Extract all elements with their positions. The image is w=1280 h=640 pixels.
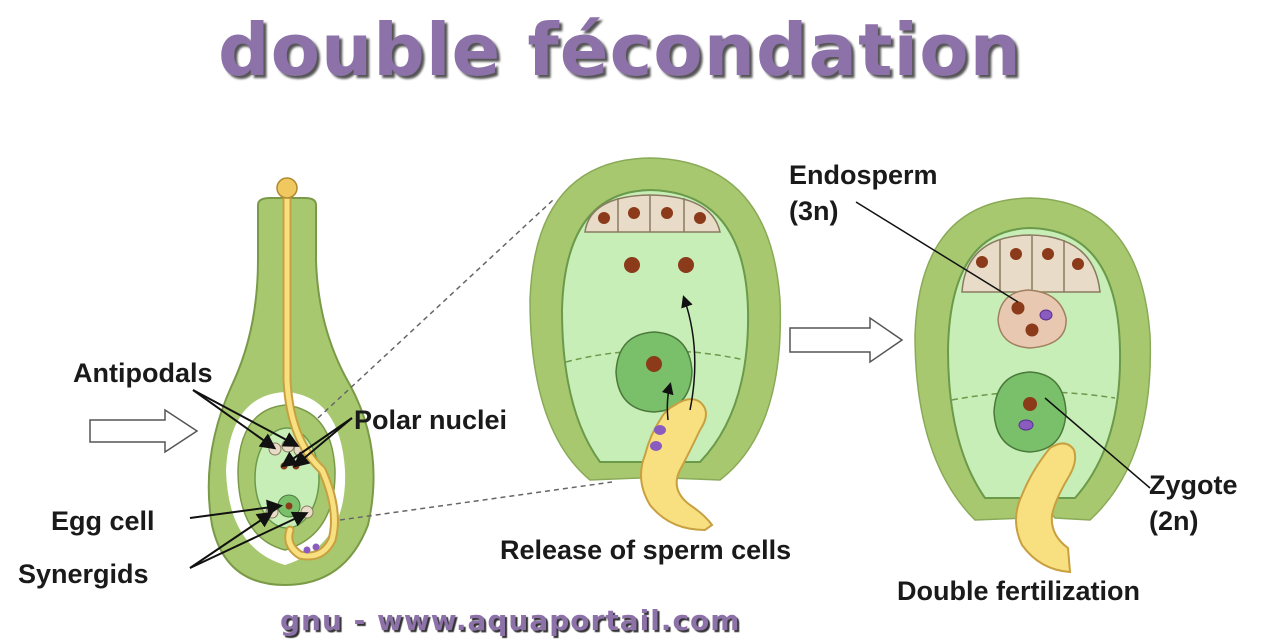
label-zygote: Zygote [1149, 470, 1238, 500]
step-arrow [789, 316, 904, 364]
synergid-cell [300, 505, 314, 519]
antipodal-cells [961, 234, 1101, 293]
ovule-release-illustration [529, 157, 782, 532]
label-endosperm-ploidy: (3n) [789, 196, 839, 226]
sperm-small [303, 546, 311, 554]
polar-nucleus [678, 257, 694, 273]
label-zygote-ploidy: (2n) [1149, 506, 1199, 536]
page-title: double fécondation [218, 8, 1022, 92]
ovule-fertilized-illustration [914, 197, 1152, 574]
sperm-nucleus [1018, 419, 1034, 431]
polar-nucleus [1025, 323, 1039, 337]
input-arrow [89, 408, 199, 454]
label-synergids: Synergids [18, 559, 149, 589]
label-egg-cell: Egg cell [51, 506, 155, 536]
label-endosperm: Endosperm [789, 160, 938, 190]
zygote-nucleus [1023, 397, 1037, 411]
zygote [993, 371, 1067, 453]
polar-nucleus [1011, 301, 1025, 315]
egg-nucleus-small [285, 502, 293, 510]
zoom-line [317, 199, 554, 419]
zoom-line [339, 481, 613, 521]
pistil-illustration [207, 177, 375, 587]
egg-nucleus [646, 356, 662, 372]
pollen-tube [1015, 442, 1077, 574]
leader-lines-panel-1 [189, 389, 353, 569]
sperm-small [312, 543, 320, 551]
sperm-path-arrow [681, 295, 696, 411]
label-double-fertilization: Double fertilization [897, 576, 1140, 606]
leader-lines-panel-3 [855, 201, 1151, 489]
pollen-grain [276, 177, 298, 199]
antipodal-cells [584, 194, 721, 233]
sac-boundary [565, 349, 746, 363]
label-polar-nuclei: Polar nuclei [354, 405, 507, 435]
sperm-cell [650, 441, 662, 451]
credit-watermark: gnu - www.aquaportail.com [280, 604, 741, 637]
label-antipodals: Antipodals [73, 358, 213, 388]
polar-nucleus [624, 257, 640, 273]
sperm-nucleus [1039, 309, 1053, 321]
sperm-path-arrow [661, 382, 674, 421]
sperm-cell [654, 425, 666, 435]
label-release-of-sperm-cells: Release of sperm cells [500, 535, 791, 565]
